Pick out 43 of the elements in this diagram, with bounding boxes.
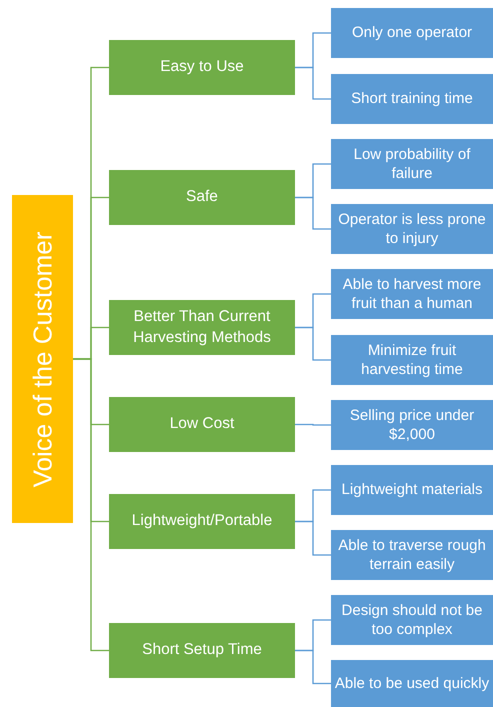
root-box	[12, 195, 73, 523]
label-text: Short training time	[351, 89, 473, 109]
label-text: Short Setup Time	[142, 640, 262, 660]
connector-line	[295, 520, 331, 556]
requirement-box	[331, 139, 493, 189]
label-text: Selling price under $2,000	[348, 406, 476, 444]
requirement-box	[331, 595, 493, 645]
label-text: Easy to Use	[160, 57, 244, 78]
category-box	[109, 494, 295, 549]
connector-line	[295, 424, 331, 426]
connector-line	[295, 326, 331, 361]
label-text: Lightweight materials	[342, 480, 482, 500]
label-text: Low probability of failure	[352, 144, 472, 184]
label-text: Better Than Current Harvesting Methods	[132, 307, 272, 348]
category-box	[109, 397, 295, 452]
label-text: Minimize fruit harvesting time	[360, 340, 464, 380]
requirement-box	[331, 8, 493, 58]
connector-line	[295, 650, 331, 684]
category-box	[109, 40, 295, 95]
category-box	[109, 300, 295, 355]
label-text: Design should not be too complex	[340, 600, 484, 640]
requirement-box	[331, 269, 493, 319]
label-text: Able to harvest more fruit than a human	[342, 274, 482, 314]
requirement-box	[331, 530, 493, 580]
connector-line	[295, 66, 331, 100]
connector-line	[295, 196, 331, 230]
label-text: Lightweight/Portable	[132, 511, 272, 532]
requirement-box	[331, 400, 493, 450]
requirement-box	[331, 335, 493, 385]
title-text: Voice of the Customer	[27, 231, 58, 487]
label-text: Able to be used quickly	[334, 674, 490, 694]
label-text: Able to traverse rough terrain easily	[337, 536, 487, 574]
label-text: Safe	[186, 187, 218, 208]
category-box	[109, 623, 295, 678]
label-text: Only one operator	[352, 23, 472, 43]
connector-line	[73, 358, 109, 652]
requirement-box	[331, 465, 493, 515]
requirement-box	[331, 204, 493, 254]
category-box	[109, 170, 295, 225]
requirement-box	[331, 660, 493, 707]
requirement-box	[331, 74, 493, 124]
label-text: Operator is less prone to injury	[337, 210, 487, 248]
label-text: Low Cost	[170, 414, 234, 434]
